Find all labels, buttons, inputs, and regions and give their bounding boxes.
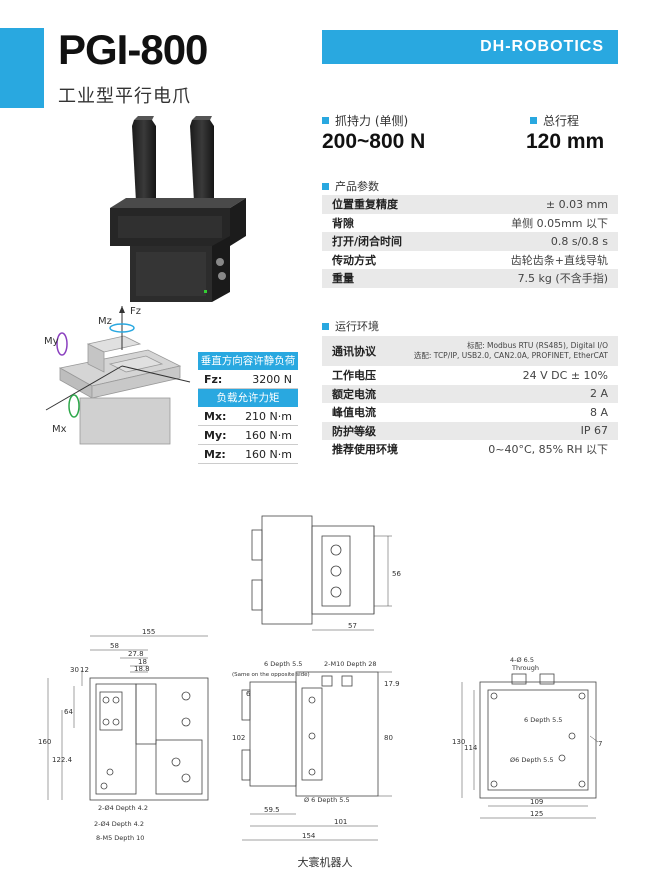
square-bullet-icon [530, 117, 537, 124]
environment-table: 通讯协议 标配: Modbus RTU (RS485), Digital I/O… [322, 336, 618, 459]
dim-125: 125 [530, 810, 543, 818]
vertical-load-title: 垂直方向容许静负荷 [198, 352, 298, 370]
dim-6: 6 [246, 690, 251, 698]
axis-label-mz: Mz [98, 316, 112, 327]
env-section-title: 运行环境 [322, 318, 379, 334]
dim-30: 30 [70, 666, 79, 674]
brand-banner: DH-ROBOTICS [322, 30, 618, 64]
moment-title: 负载允许力矩 [198, 389, 298, 407]
dim-56: 56 [392, 570, 401, 578]
side-view-drawing: 6 Depth 5.5 (Same on the opposite side) … [232, 660, 400, 841]
table-row: 传动方式齿轮齿条+直线导轨 [332, 253, 608, 267]
axis-label-mx: Mx [52, 424, 67, 435]
square-bullet-icon [322, 182, 329, 190]
load-table: 垂直方向容许静负荷 Fz: 3200 N 负载允许力矩 Mx: 210 N·m … [198, 352, 298, 464]
dim-18-8: 18.8 [134, 665, 150, 673]
dim-64: 64 [64, 708, 73, 716]
note-side-4: Ø 6 Depth 5.5 [304, 796, 350, 804]
note-side-2: (Same on the opposite side) [232, 672, 310, 678]
note-side-3: 2-M10 Depth 28 [324, 660, 377, 668]
dim-101: 101 [334, 818, 347, 826]
dim-154: 154 [302, 832, 316, 840]
table-row: 通讯协议 标配: Modbus RTU (RS485), Digital I/O… [322, 336, 618, 366]
note-front-2: 2-Ø4 Depth 4.2 [94, 820, 144, 828]
note-rear-2: Through [511, 664, 539, 672]
rear-view-drawing: 4-Ø 6.5 Through 6 Depth 5.5 Ø6 Depth 5.5… [452, 656, 602, 819]
axis-label-fz: Fz [130, 306, 141, 317]
stroke-label: 总行程 [530, 112, 579, 129]
footer-company: 大寰机器人 [297, 856, 353, 869]
load-row-fz: Fz: 3200 N [198, 370, 298, 389]
technical-drawings: 56 57 155 58 27.8 18 18.8 30 12 64 160 1… [38, 515, 602, 842]
square-bullet-icon [322, 322, 329, 330]
note-rear-4: Ø6 Depth 5.5 [510, 756, 554, 764]
dim-17-9: 17.9 [384, 680, 400, 688]
dim-160: 160 [38, 738, 51, 746]
stroke-value: 120 mm [526, 130, 605, 153]
note-rear-1: 4-Ø 6.5 [510, 656, 534, 664]
dim-58: 58 [110, 642, 119, 650]
square-bullet-icon [322, 117, 329, 124]
dim-18: 18 [138, 658, 147, 666]
dim-7: 7 [598, 740, 602, 748]
dim-102: 102 [232, 734, 245, 742]
load-row-mz: Mz: 160 N·m [198, 445, 298, 464]
front-view-drawing: 155 58 27.8 18 18.8 30 12 64 160 122.4 2… [38, 628, 209, 842]
dim-27-8: 27.8 [128, 650, 144, 658]
force-value: 200~800 N [322, 130, 426, 153]
dim-80: 80 [384, 734, 393, 742]
note-rear-3: 6 Depth 5.5 [524, 716, 562, 724]
dim-122-4: 122.4 [52, 756, 73, 764]
dim-114: 114 [464, 744, 478, 752]
table-row: 背隙单侧 0.05mm 以下 [332, 216, 608, 230]
top-view-drawing: 56 57 [251, 515, 401, 631]
dim-59-5: 59.5 [264, 806, 280, 814]
force-label: 抓持力 (单侧) [322, 112, 408, 129]
dim-155: 155 [142, 628, 155, 636]
dim-57: 57 [348, 622, 357, 630]
note-side-1: 6 Depth 5.5 [264, 660, 302, 668]
dim-12: 12 [80, 666, 89, 674]
gripper-illustration [110, 116, 246, 302]
model-subtitle: 工业型平行电爪 [58, 86, 191, 107]
table-row: 位置重复精度± 0.03 mm [322, 195, 618, 214]
dim-130: 130 [452, 738, 465, 746]
accent-bar [0, 28, 44, 108]
params-section-title: 产品参数 [322, 178, 379, 194]
note-front-3: 8-M5 Depth 10 [96, 834, 144, 842]
load-row-my: My: 160 N·m [198, 426, 298, 445]
axis-label-my: My [44, 336, 59, 347]
dim-109: 109 [530, 798, 543, 806]
load-axes-diagram: Fz Mz My Mx [44, 306, 191, 445]
load-row-mx: Mx: 210 N·m [198, 407, 298, 426]
note-front-1: 2-Ø4 Depth 4.2 [98, 804, 148, 812]
model-title: PGI-800 [58, 26, 208, 73]
